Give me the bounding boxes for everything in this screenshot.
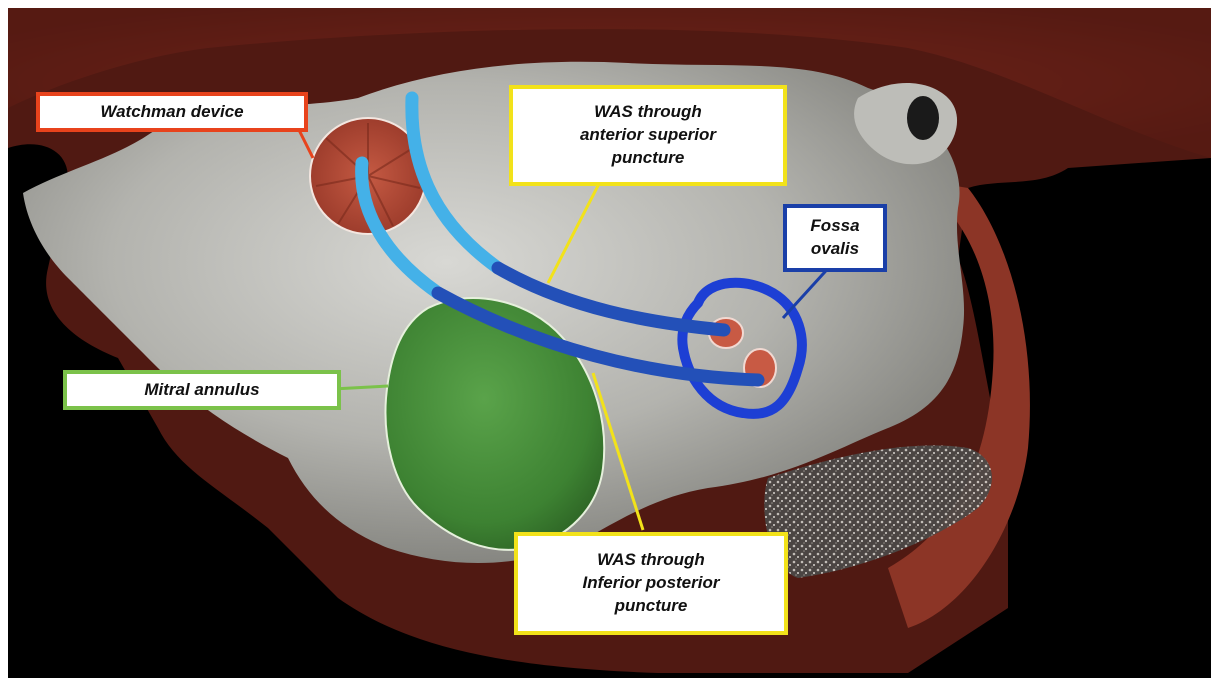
- inferior-puncture-label: WAS through Inferior posterior puncture: [514, 532, 788, 635]
- fossa-ovalis-label: Fossa ovalis: [783, 204, 887, 272]
- watchman-device-label: Watchman device: [36, 92, 308, 132]
- superior-puncture-label: WAS through anterior superior puncture: [509, 85, 787, 186]
- image-frame: Watchman device WAS through anterior sup…: [8, 8, 1211, 678]
- mitral-annulus-label: Mitral annulus: [63, 370, 341, 410]
- pulmonary-vein-ostium: [907, 96, 939, 140]
